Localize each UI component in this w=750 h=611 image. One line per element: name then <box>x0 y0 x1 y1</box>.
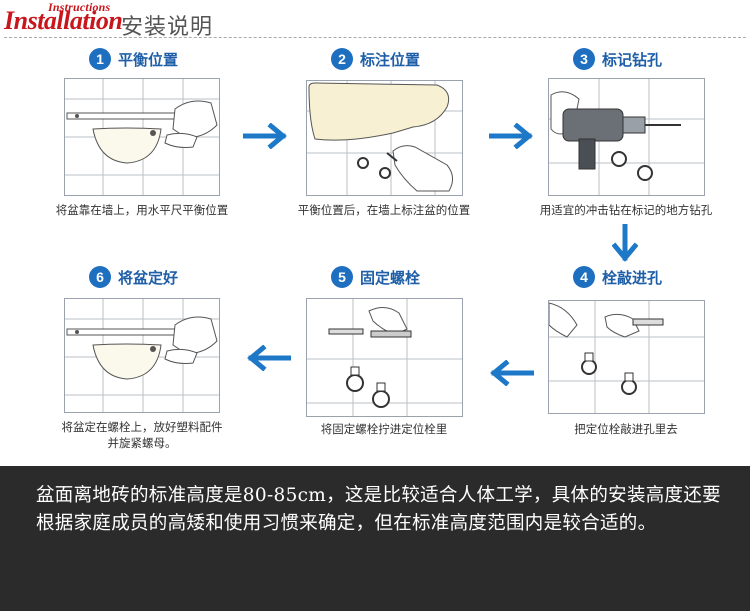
drill-illustration <box>549 79 704 195</box>
step-1-caption: 将盆靠在墙上，用水平尺平衡位置 <box>55 203 229 217</box>
wall-level-illustration <box>65 79 219 195</box>
info-banner <box>0 466 750 611</box>
step-3-title: 3 标记钻孔 <box>573 48 662 70</box>
step-5-illustration <box>306 298 463 417</box>
step-3-caption: 用适宜的冲击钻在标记的地方钻孔 <box>539 203 713 217</box>
step-4-caption: 把定位栓敲进孔里去 <box>574 422 678 436</box>
arrow-left-icon <box>490 360 534 386</box>
step-2-caption: 平衡位置后，在墙上标注盆的位置 <box>297 203 471 217</box>
arrow-left-icon <box>247 345 291 371</box>
step-1-illustration <box>64 78 220 196</box>
anchor-insert-illustration <box>549 301 704 413</box>
step-2-label: 标注位置 <box>360 50 421 69</box>
step-4-illustration <box>548 300 705 414</box>
step-6-badge: 6 <box>89 266 111 288</box>
step-3-label: 标记钻孔 <box>602 50 663 69</box>
brand-title: Installation <box>4 6 123 35</box>
header: Instructions Installation 安装说明 <box>0 0 750 44</box>
step-5-title: 5 固定螺栓 <box>331 266 420 288</box>
header-divider <box>4 37 746 38</box>
step-5-label: 固定螺栓 <box>360 268 421 287</box>
step-4-badge: 4 <box>573 266 595 288</box>
step-6-label: 将盆定好 <box>118 268 179 287</box>
step-5-badge: 5 <box>331 266 353 288</box>
step-5-caption: 将固定螺栓拧进定位栓里 <box>320 422 448 436</box>
brand-subtitle: Instructions <box>48 0 111 14</box>
arrow-right-icon <box>489 123 533 149</box>
mark-position-illustration <box>307 81 462 195</box>
fix-bolt-illustration <box>307 299 462 416</box>
page-title: 安装说明 <box>121 15 214 40</box>
step-1-title: 1 平衡位置 <box>89 48 178 70</box>
step-1-label: 平衡位置 <box>118 50 179 69</box>
arrow-right-icon <box>243 123 287 149</box>
step-6-title: 6 将盆定好 <box>89 266 178 288</box>
step-2-badge: 2 <box>331 48 353 70</box>
step-4-title: 4 栓敲进孔 <box>573 266 662 288</box>
mount-basin-illustration <box>65 299 219 412</box>
step-4-label: 栓敲进孔 <box>602 268 663 287</box>
step-6-caption-line1: 将盆定在螺栓上，放好塑料配件 <box>61 420 223 434</box>
arrow-down-icon <box>612 224 638 262</box>
step-2-title: 2 标注位置 <box>331 48 420 70</box>
step-2-illustration <box>306 80 463 196</box>
step-6-illustration <box>64 298 220 413</box>
step-6-caption: 将盆定在螺栓上，放好塑料配件 并旋紧螺母。 <box>40 419 244 451</box>
step-3-illustration <box>548 78 705 196</box>
banner-text: 盆面离地砖的标准高度是80-85cm，这是比较适合人体工学，具体的安装高度还要根… <box>36 485 721 534</box>
step-1-badge: 1 <box>89 48 111 70</box>
step-3-badge: 3 <box>573 48 595 70</box>
step-6-caption-line2: 并旋紧螺母。 <box>107 436 177 450</box>
